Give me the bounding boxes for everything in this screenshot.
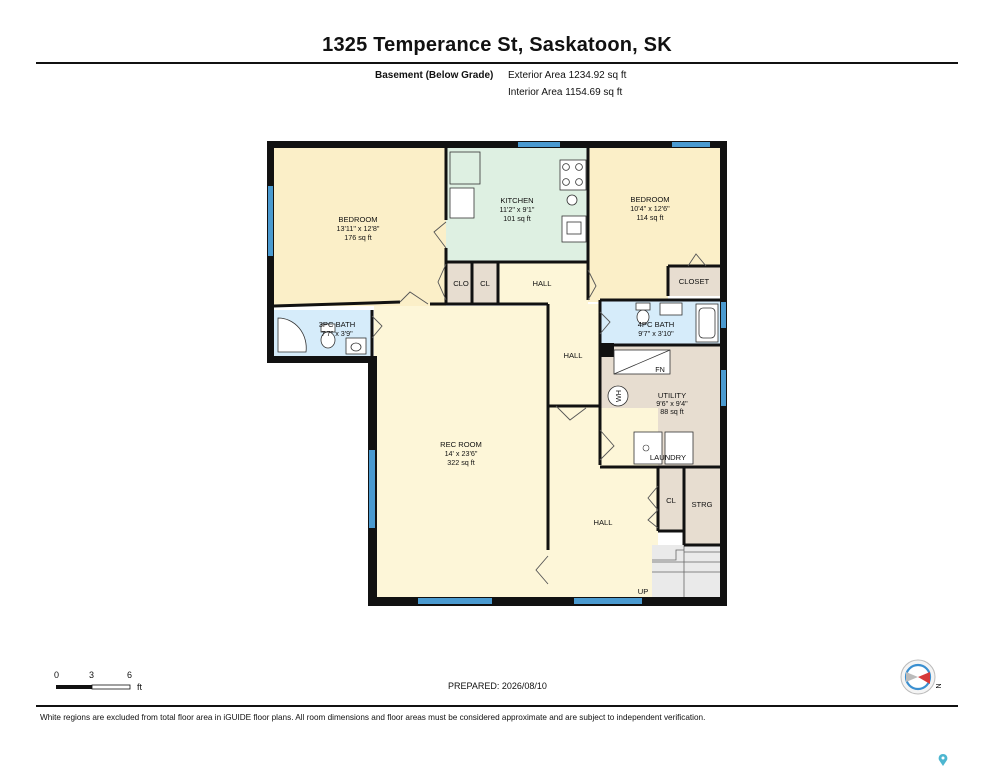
scale-unit: ft bbox=[137, 682, 143, 692]
svg-text:9'6" x 9'4": 9'6" x 9'4" bbox=[656, 399, 688, 408]
rec-room-label: REC ROOM 14' x 23'6" 322 sq ft bbox=[440, 440, 482, 467]
windows bbox=[268, 142, 726, 604]
cl-1-label: CL bbox=[480, 279, 490, 288]
strg-label: STRG bbox=[691, 500, 712, 509]
bedroom-2-label: BEDROOM 10'4" x 12'6" 114 sq ft bbox=[630, 195, 670, 222]
strg-fill bbox=[684, 467, 722, 545]
interior-walls bbox=[273, 148, 720, 550]
cl-2-label: CL bbox=[666, 496, 676, 505]
stairs bbox=[652, 545, 722, 602]
compass-north-label: N bbox=[934, 683, 943, 688]
hall-mid-label: HALL bbox=[564, 351, 583, 360]
svg-text:3PC BATH: 3PC BATH bbox=[319, 320, 356, 329]
prepared-date: PREPARED: 2026/08/10 bbox=[448, 681, 547, 691]
svg-text:9'7" x 3'10": 9'7" x 3'10" bbox=[638, 329, 674, 338]
bedroom-1-label: BEDROOM 13'11" x 12'8" 176 sq ft bbox=[337, 215, 380, 242]
plan-title: 1325 Temperance St, Saskatoon, SK bbox=[322, 34, 672, 56]
footer-disclaimer: White regions are excluded from total fl… bbox=[40, 713, 706, 722]
furnace-label: FN bbox=[655, 365, 665, 374]
svg-text:114 sq ft: 114 sq ft bbox=[636, 213, 663, 222]
hall-low-label: HALL bbox=[594, 518, 613, 527]
svg-text:101 sq ft: 101 sq ft bbox=[503, 214, 531, 223]
svg-text:14' x 23'6": 14' x 23'6" bbox=[445, 449, 478, 458]
hall-mid-fill bbox=[548, 304, 600, 408]
scale-tick-6: 6 bbox=[127, 670, 133, 680]
floor-label: Basement (Below Grade) bbox=[375, 70, 494, 81]
scale-bar bbox=[56, 684, 131, 690]
closet-label: CLOSET bbox=[679, 277, 710, 286]
bedroom-2-fill bbox=[588, 146, 722, 266]
svg-text:UTILITY: UTILITY bbox=[658, 391, 686, 400]
up-label: UP bbox=[638, 587, 649, 596]
svg-text:BEDROOM: BEDROOM bbox=[630, 195, 669, 204]
bath-3pc-label: 3PC BATH 7'7" x 3'9" bbox=[319, 320, 356, 338]
bath-4pc-label: 4PC BATH 9'7" x 3'10" bbox=[638, 320, 675, 338]
footer-rule bbox=[36, 705, 958, 707]
stairs-fill bbox=[652, 545, 722, 602]
door-swings bbox=[371, 221, 707, 585]
bedroom-1-fill bbox=[272, 146, 446, 306]
clo-label: CLO bbox=[453, 279, 469, 288]
header-rule bbox=[36, 62, 958, 64]
compass-icon: N bbox=[900, 659, 943, 695]
svg-text:BEDROOM: BEDROOM bbox=[338, 215, 377, 224]
svg-text:88 sq ft: 88 sq ft bbox=[660, 407, 684, 416]
interior-area: Interior Area 1154.69 sq ft bbox=[508, 87, 623, 98]
svg-text:KITCHEN: KITCHEN bbox=[500, 196, 533, 205]
utility-label: UTILITY 9'6" x 9'4" 88 sq ft bbox=[656, 391, 688, 416]
svg-text:322 sq ft: 322 sq ft bbox=[447, 458, 475, 467]
svg-text:13'11" x 12'8": 13'11" x 12'8" bbox=[337, 224, 380, 233]
water-heater-label: WH bbox=[614, 390, 623, 402]
exterior-area: Exterior Area 1234.92 sq ft bbox=[508, 70, 627, 81]
hall-top-fill bbox=[498, 262, 588, 304]
fixtures bbox=[277, 151, 719, 465]
kitchen-label: KITCHEN 11'2" x 9'1" 101 sq ft bbox=[500, 196, 535, 223]
svg-text:4PC BATH: 4PC BATH bbox=[638, 320, 675, 329]
scale-tick-0: 0 bbox=[54, 670, 60, 680]
rec-room-fill bbox=[374, 306, 548, 602]
svg-text:REC ROOM: REC ROOM bbox=[440, 440, 482, 449]
scale-tick-3: 3 bbox=[89, 670, 95, 680]
location-pin-icon bbox=[938, 754, 948, 766]
cl-2-fill bbox=[658, 467, 684, 531]
laundry-label: LAUNDRY bbox=[650, 453, 686, 462]
bedroom-2-alcove bbox=[588, 266, 668, 302]
svg-text:7'7" x 3'9": 7'7" x 3'9" bbox=[321, 329, 353, 338]
closet-fill bbox=[668, 266, 720, 296]
hall-top-label: HALL bbox=[533, 279, 552, 288]
svg-text:176 sq ft: 176 sq ft bbox=[344, 233, 372, 242]
svg-text:10'4" x 12'6": 10'4" x 12'6" bbox=[630, 204, 670, 213]
svg-text:11'2" x 9'1": 11'2" x 9'1" bbox=[500, 205, 535, 214]
